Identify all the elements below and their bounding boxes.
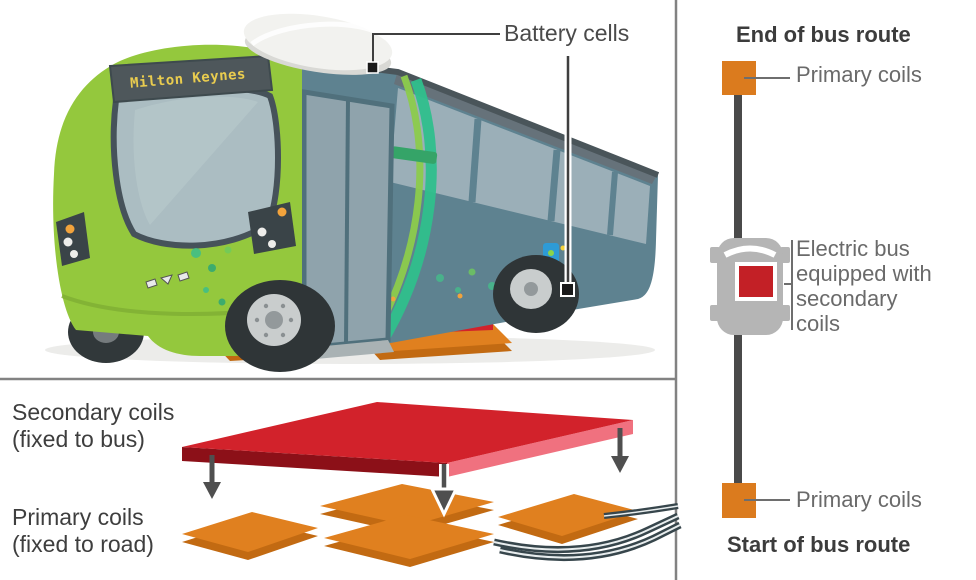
callout-marker-side <box>560 282 575 297</box>
secondary-coils-line2: (fixed to bus) <box>12 426 145 452</box>
bus-windshield <box>723 245 777 258</box>
electric-bus-label-line2: equipped with <box>796 261 932 286</box>
rear-wheel <box>493 255 579 333</box>
electric-bus-label-line3: secondary <box>796 286 898 311</box>
windscreen-highlight <box>133 96 258 225</box>
down-arrow-icon <box>203 482 221 499</box>
route-diagram <box>710 61 793 518</box>
route-line-top <box>734 94 742 242</box>
transfer-arrows <box>203 428 629 499</box>
center-transfer-arrow <box>429 464 459 518</box>
window-pillar <box>547 149 561 222</box>
front-leaf-decals <box>191 246 232 306</box>
primary-coils-top-label: Primary coils <box>796 62 922 87</box>
secondary-coils-line1: Secondary coils <box>12 399 175 425</box>
bus-door <box>301 89 395 360</box>
window-badge <box>390 146 438 164</box>
primary-coils-road-label: Primary coils (fixed to road) <box>12 504 154 558</box>
maker-logo <box>145 271 190 289</box>
primary-coils-bottom-label: Primary coils <box>796 487 922 512</box>
livery-swoosh-dark <box>377 78 437 345</box>
electric-bus-label-line1: Electric bus <box>796 236 910 261</box>
electric-bus-label: Electric bus equipped with secondary coi… <box>796 236 932 336</box>
electric-bus-label-line4: coils <box>796 311 841 336</box>
primary-coil-tiles <box>182 484 638 567</box>
secondary-coil-square <box>735 262 777 301</box>
electric-bus-icon <box>710 238 790 335</box>
bus-side-windows <box>390 88 650 244</box>
end-of-route-heading: End of bus route <box>736 22 911 47</box>
destination-sign-band <box>108 54 274 104</box>
battery-cells-label: Battery cells <box>504 20 630 46</box>
down-arrow-icon <box>429 487 459 518</box>
window-pillar <box>468 118 482 203</box>
primary-coils-line2: (fixed to road) <box>12 531 154 557</box>
secondary-coils-label: Secondary coils (fixed to bus) <box>12 399 174 453</box>
down-arrow-icon <box>611 456 629 473</box>
roof-battery-pod <box>243 13 393 75</box>
coil-cables <box>493 503 682 562</box>
callout-marker-roof <box>366 61 379 74</box>
start-of-route-heading: Start of bus route <box>727 532 911 557</box>
route-line-bottom <box>734 334 742 484</box>
primary-coils-line1: Primary coils <box>12 504 144 530</box>
secondary-coil-plate <box>182 402 633 477</box>
headlight-right <box>248 202 296 254</box>
battery-cells-callout <box>366 33 575 297</box>
window-pillar <box>607 171 618 236</box>
headlight-left <box>56 212 90 266</box>
front-wheel <box>225 280 335 372</box>
